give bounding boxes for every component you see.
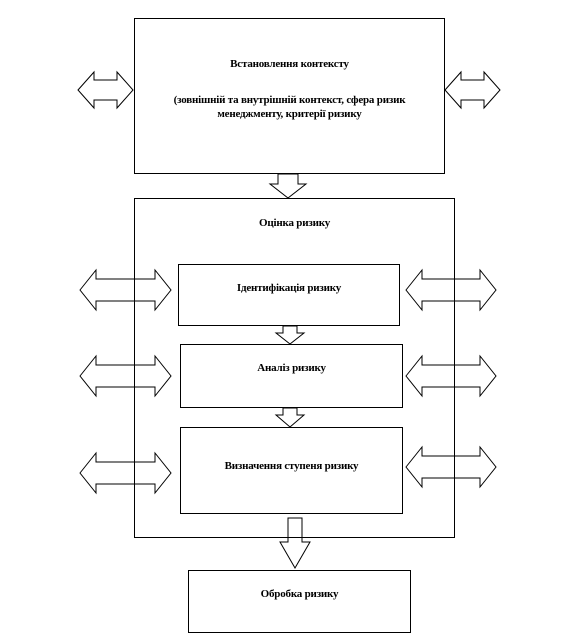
assessment-title: Оцінка ризику — [258, 217, 330, 229]
evaluation-right-double-arrow — [405, 445, 497, 489]
context-details: (зовнішній та внутрішній контекст, сфера… — [173, 94, 406, 120]
down-arrow-context-to-assessment — [268, 173, 308, 199]
analysis-label: Аналіз ризику — [257, 362, 326, 374]
identification-left-double-arrow — [79, 268, 172, 312]
treatment-label: Обробка ризику — [260, 588, 339, 600]
identification-box: Ідентифікація ризику — [178, 264, 400, 326]
down-arrow-assessment-to-treatment — [279, 517, 311, 570]
identification-right-double-arrow — [405, 268, 497, 312]
treatment-box: Обробка ризику — [188, 570, 411, 633]
context-left-double-arrow — [77, 70, 134, 110]
assessment-container: Оцінка ризику — [134, 198, 455, 538]
identification-label: Ідентифікація ризику — [236, 282, 342, 294]
context-right-double-arrow — [444, 70, 501, 110]
analysis-box: Аналіз ризику — [180, 344, 403, 408]
analysis-left-double-arrow — [79, 354, 172, 398]
down-arrow-identification-to-analysis — [274, 325, 306, 345]
analysis-right-double-arrow — [405, 354, 497, 398]
evaluation-label: Визначення ступеня ризику — [224, 460, 359, 472]
down-arrow-analysis-to-evaluation — [274, 407, 306, 428]
context-title: Встановлення контексту — [230, 58, 349, 70]
evaluation-box: Визначення ступеня ризику — [180, 427, 403, 514]
context-box: Встановлення контексту (зовнішній та вну… — [134, 18, 445, 174]
evaluation-left-double-arrow — [79, 451, 172, 495]
